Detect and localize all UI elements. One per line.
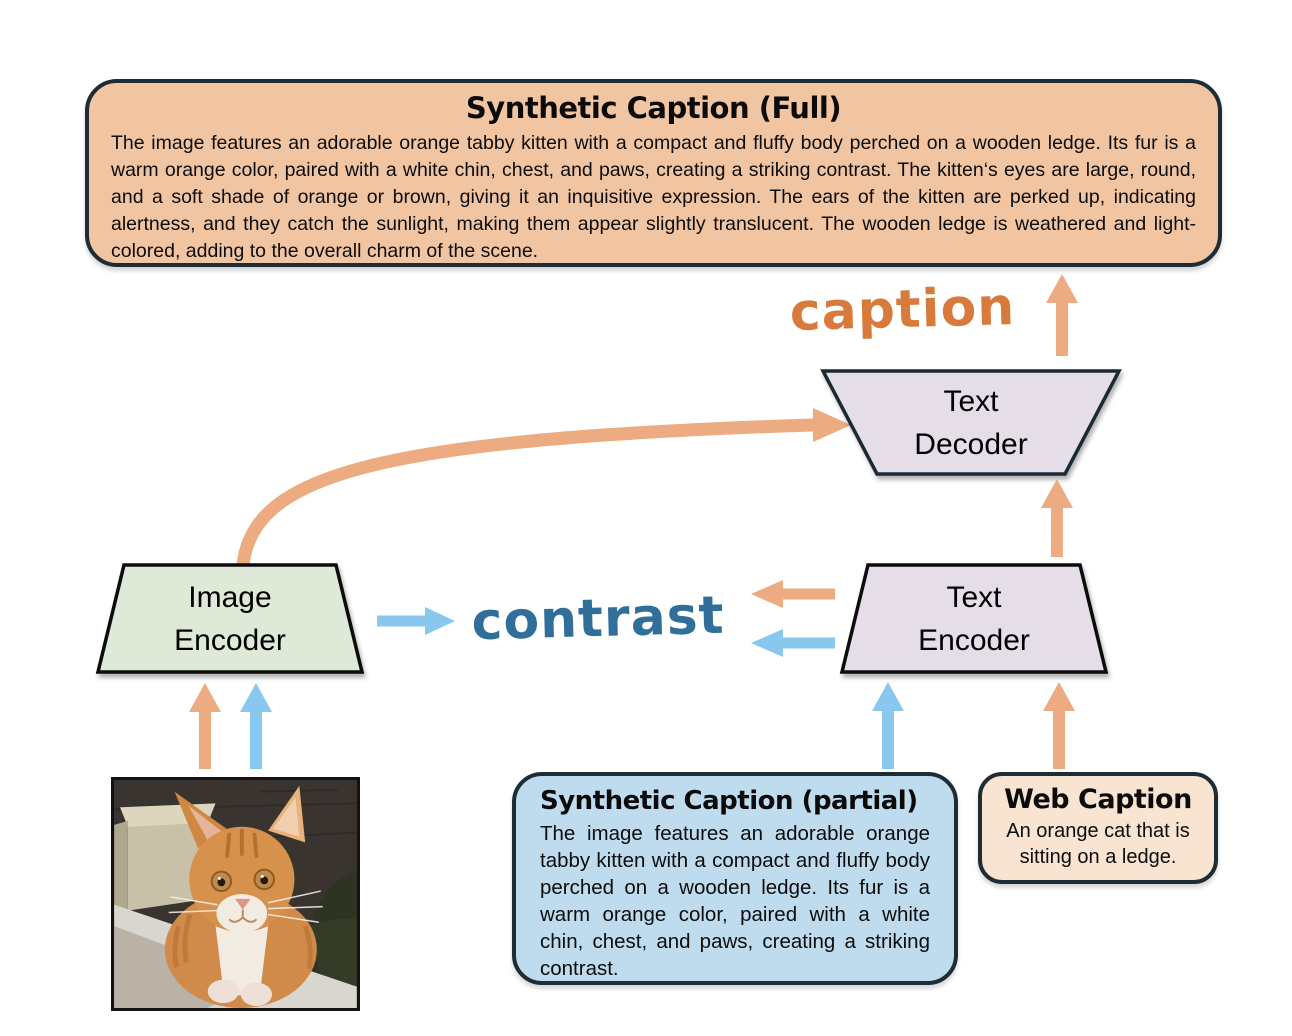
synthetic-caption-partial-title: Synthetic Caption (partial) — [540, 786, 918, 816]
synthetic-caption-partial-text: The image features an adorable orange ta… — [540, 822, 930, 980]
synthetic-caption-full-text: The image features an adorable orange ta… — [111, 132, 1196, 262]
image-encoder-module: Image Encoder — [94, 562, 366, 676]
caption-flow-label: caption — [788, 277, 1017, 343]
text-decoder-module: Text Decoder — [819, 368, 1123, 478]
kitten-photo — [111, 777, 360, 1011]
decoder-to-full-caption-arrow-icon — [1046, 274, 1078, 356]
image-encoder-label-line2: Encoder — [174, 624, 286, 657]
synthetic-caption-full-box: Synthetic Caption (Full) The image featu… — [85, 79, 1222, 267]
synthetic-caption-full-title: Synthetic Caption (Full) — [465, 91, 842, 125]
text-decoder-label-line2: Decoder — [914, 428, 1028, 461]
text-encoder-contrast-orange-arrow-icon — [751, 580, 835, 608]
photo-to-image-encoder-blue-arrow-icon — [240, 683, 272, 769]
kitten-photo-illustration — [114, 780, 357, 1008]
text-encoder-module: Text Encoder — [838, 562, 1110, 676]
text-encoder-to-decoder-arrow-icon — [1041, 479, 1073, 557]
contrast-flow-label: contrast — [470, 585, 726, 653]
web-caption-title: Web Caption — [1004, 784, 1192, 815]
text-encoder-label-line1: Text — [946, 581, 1002, 614]
text-decoder-shape — [820, 369, 1122, 476]
text-encoder-label-line2: Encoder — [918, 624, 1030, 657]
partial-caption-to-text-encoder-arrow-icon — [872, 682, 904, 769]
image-encoder-label: Image Encoder — [94, 562, 366, 676]
web-caption-box: Web Caption An orange cat that is sittin… — [978, 772, 1218, 884]
web-caption-text: An orange cat that is sitting on a ledge… — [1006, 820, 1190, 868]
image-encoder-to-decoder-arc-arrow-icon — [236, 408, 851, 572]
text-encoder-contrast-blue-arrow-icon — [751, 629, 835, 657]
image-encoder-shape — [95, 563, 365, 674]
text-encoder-label: Text Encoder — [838, 562, 1110, 676]
photo-to-image-encoder-orange-arrow-icon — [189, 683, 221, 769]
text-encoder-shape — [839, 563, 1109, 674]
synthetic-caption-partial-box: Synthetic Caption (partial) The image fe… — [512, 772, 958, 985]
image-encoder-contrast-arrow-icon — [377, 607, 455, 635]
text-decoder-label-line1: Text — [943, 385, 999, 418]
text-decoder-label: Text Decoder — [819, 368, 1123, 478]
image-encoder-label-line1: Image — [188, 581, 272, 614]
web-caption-to-text-encoder-arrow-icon — [1043, 682, 1075, 769]
